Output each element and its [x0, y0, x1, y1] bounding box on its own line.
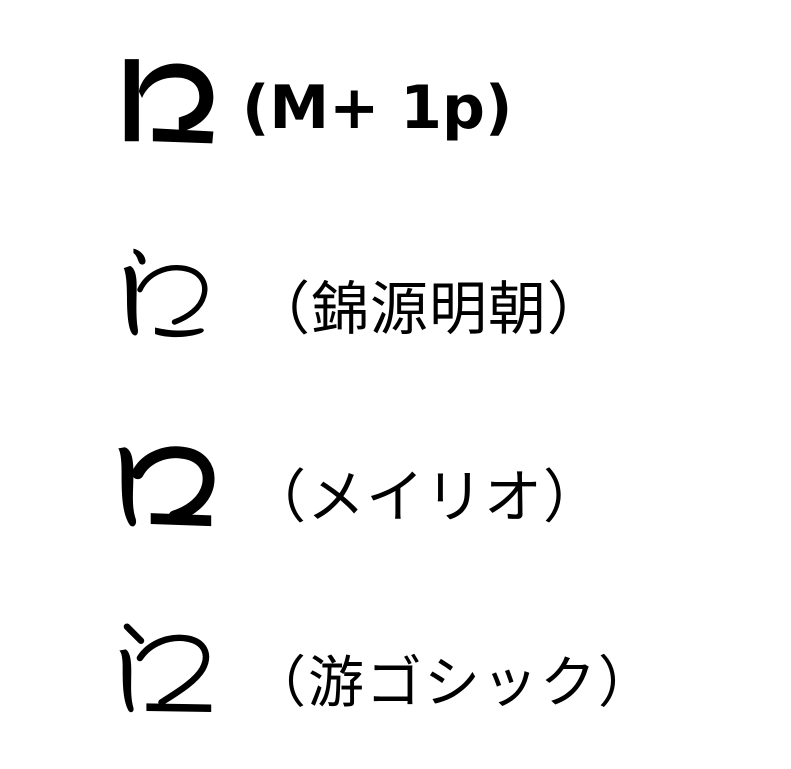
specimen-row: (M+ 1p): [0, 32, 512, 152]
font-name-label: （メイリオ）: [248, 463, 603, 531]
font-name-label: （錦源明朝）: [252, 275, 607, 343]
specimen-row: （游ゴシック）: [0, 605, 656, 725]
hiragana-ni-yugothic-glyph: [114, 605, 234, 725]
font-name-label: (M+ 1p): [242, 73, 513, 143]
specimen-row: （メイリオ）: [0, 418, 602, 538]
font-name-label: （游ゴシック）: [250, 651, 656, 714]
specimen-row: （錦源明朝）: [0, 228, 606, 348]
hiragana-ni-meiryo-glyph: [114, 418, 234, 538]
hiragana-ni-kingenmincho-glyph: [114, 228, 234, 348]
hiragana-ni-mplus1p-glyph: [114, 32, 234, 152]
